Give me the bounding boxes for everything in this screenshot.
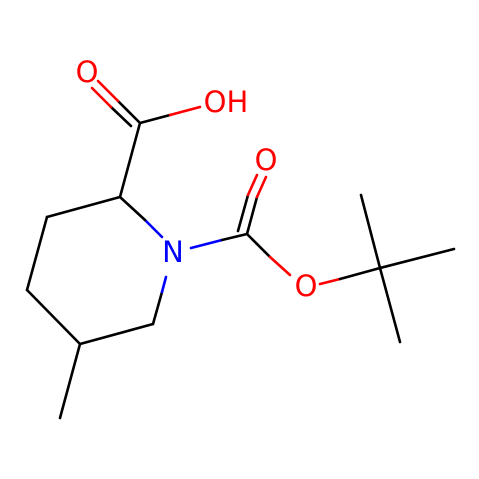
bond-c2-cooh bbox=[118, 121, 142, 199]
bond-tbu-methyl-up bbox=[359, 193, 382, 270]
bond-carbamate-double-o-a-red bbox=[255, 175, 268, 199]
bond-n-carbamate bbox=[220, 232, 249, 242]
bond-cooh-double-o-a bbox=[116, 99, 142, 125]
bond-cooh-double-o-a-red bbox=[96, 79, 120, 103]
bond-c3-c4 bbox=[25, 215, 49, 292]
bond-ester-o-tbu bbox=[338, 266, 382, 281]
bond-tbu-methyl-down bbox=[378, 266, 402, 344]
bond-carbamate-double-o-b bbox=[236, 193, 250, 233]
oxygen-label-acid-carbonyl: O bbox=[76, 55, 99, 89]
bond-carbamate-double-o-a bbox=[245, 195, 259, 236]
bond-c4-c5 bbox=[25, 288, 82, 346]
bond-n-c2 bbox=[118, 195, 147, 222]
carboxylic-acid-group: O OH bbox=[76, 55, 249, 199]
bond-cooh-double-o-b-red bbox=[90, 86, 113, 109]
piperidine-ring: N bbox=[25, 195, 184, 346]
bond-c6-n-blue bbox=[160, 275, 168, 294]
bond-c5-methyl bbox=[58, 342, 82, 420]
oxygen-label-boc-carbonyl: O bbox=[255, 143, 278, 177]
bond-carbamate-ester-o-red bbox=[268, 255, 292, 277]
oxygen-label-ester: O bbox=[295, 269, 318, 303]
bond-carbamate-ester-o bbox=[245, 232, 272, 259]
hydroxyl-label: OH bbox=[204, 85, 249, 119]
boc-group: O O bbox=[189, 143, 456, 344]
bond-ester-o-tbu-red bbox=[318, 277, 342, 286]
bond-tbu-methyl-right bbox=[378, 247, 456, 270]
bond-cooh-oh bbox=[138, 113, 172, 125]
bond-n-c2-blue bbox=[143, 218, 164, 239]
bond-n-carbamate-blue bbox=[189, 238, 224, 250]
bond-c2-c3 bbox=[45, 195, 122, 219]
bond-carbamate-double-o-b-red bbox=[246, 173, 259, 197]
bond-c6-n bbox=[151, 290, 164, 326]
bond-cooh-oh-red bbox=[168, 105, 202, 117]
bond-c5-c6 bbox=[78, 322, 155, 346]
nitrogen-label: N bbox=[162, 235, 184, 269]
bond-cooh-double-o-b bbox=[109, 105, 133, 128]
